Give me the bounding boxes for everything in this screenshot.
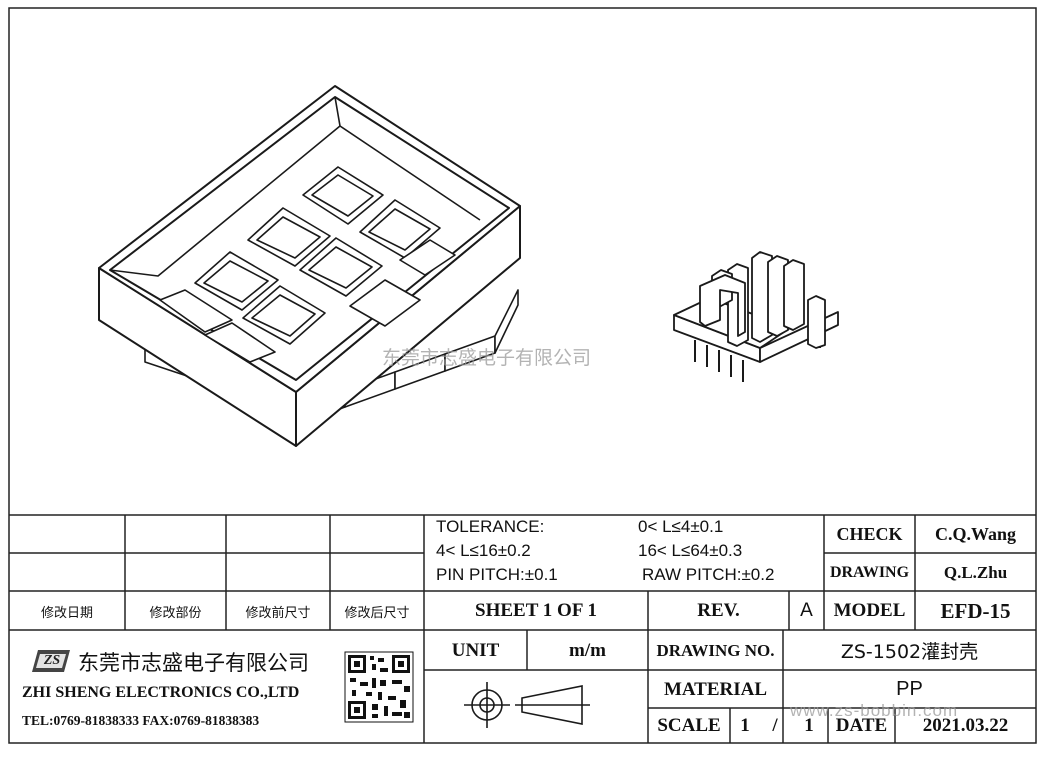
tolerance-range-3: 16< L≤64±0.3 [638, 541, 743, 560]
scale-label: SCALE [657, 715, 721, 736]
check-label: CHECK [836, 524, 903, 544]
drawing-no-value: ZS-1502灌封壳 [840, 641, 979, 663]
unit-label: UNIT [451, 639, 500, 661]
sheet-border [8, 7, 1037, 744]
date-value: 2021.03.22 [922, 715, 1009, 736]
rev-value: A [800, 600, 813, 621]
drawing-no-label: DRAWING NO. [656, 640, 775, 660]
date-label: DATE [835, 715, 888, 736]
company-contact: TEL:0769-81838333 FAX:0769-81838383 [22, 713, 260, 728]
potting-case-drawing [98, 85, 521, 447]
qr-code-icon [344, 651, 414, 723]
tolerance-label: TOLERANCE: [436, 517, 545, 536]
scale-separator: / [772, 715, 778, 736]
title-block-grid [9, 514, 1036, 743]
material-label: MATERIAL [663, 678, 768, 700]
sheet-label: SHEET 1 OF 1 [475, 600, 597, 621]
material-value: PP [896, 678, 923, 700]
revision-header-part: 修改部份 [149, 605, 202, 621]
company-name-en: ZHI SHENG ELECTRONICS CO.,LTD [22, 684, 300, 701]
rev-label: REV. [697, 600, 740, 621]
revision-header-date: 修改日期 [40, 605, 93, 621]
revision-header-before: 修改前尺寸 [245, 605, 311, 621]
scale-denominator: 1 [804, 715, 814, 736]
tolerance-range-1: 0< L≤4±0.1 [638, 517, 724, 536]
model-value: EFD-15 [940, 598, 1011, 623]
drawing-label: DRAWING [829, 563, 910, 581]
third-angle-projection-icon [464, 682, 590, 728]
check-value: C.Q.Wang [934, 524, 1017, 544]
company-logo-text: ZS [43, 653, 61, 668]
raw-pitch: RAW PITCH:±0.2 [642, 565, 775, 584]
scale-numerator: 1 [740, 715, 750, 736]
revision-header-after: 修改后尺寸 [344, 605, 410, 621]
unit-value: m/m [569, 639, 606, 661]
model-label: MODEL [833, 600, 906, 621]
company-logo [32, 650, 70, 672]
case-cells [159, 166, 456, 363]
tolerance-range-2: 4< L≤16±0.2 [436, 541, 531, 560]
pin-pitch: PIN PITCH:±0.1 [436, 565, 558, 584]
company-name-cn: 东莞市志盛电子有限公司 [78, 651, 309, 675]
drawing-value: Q.L.Zhu [943, 562, 1008, 582]
bobbin-drawing [673, 251, 839, 382]
